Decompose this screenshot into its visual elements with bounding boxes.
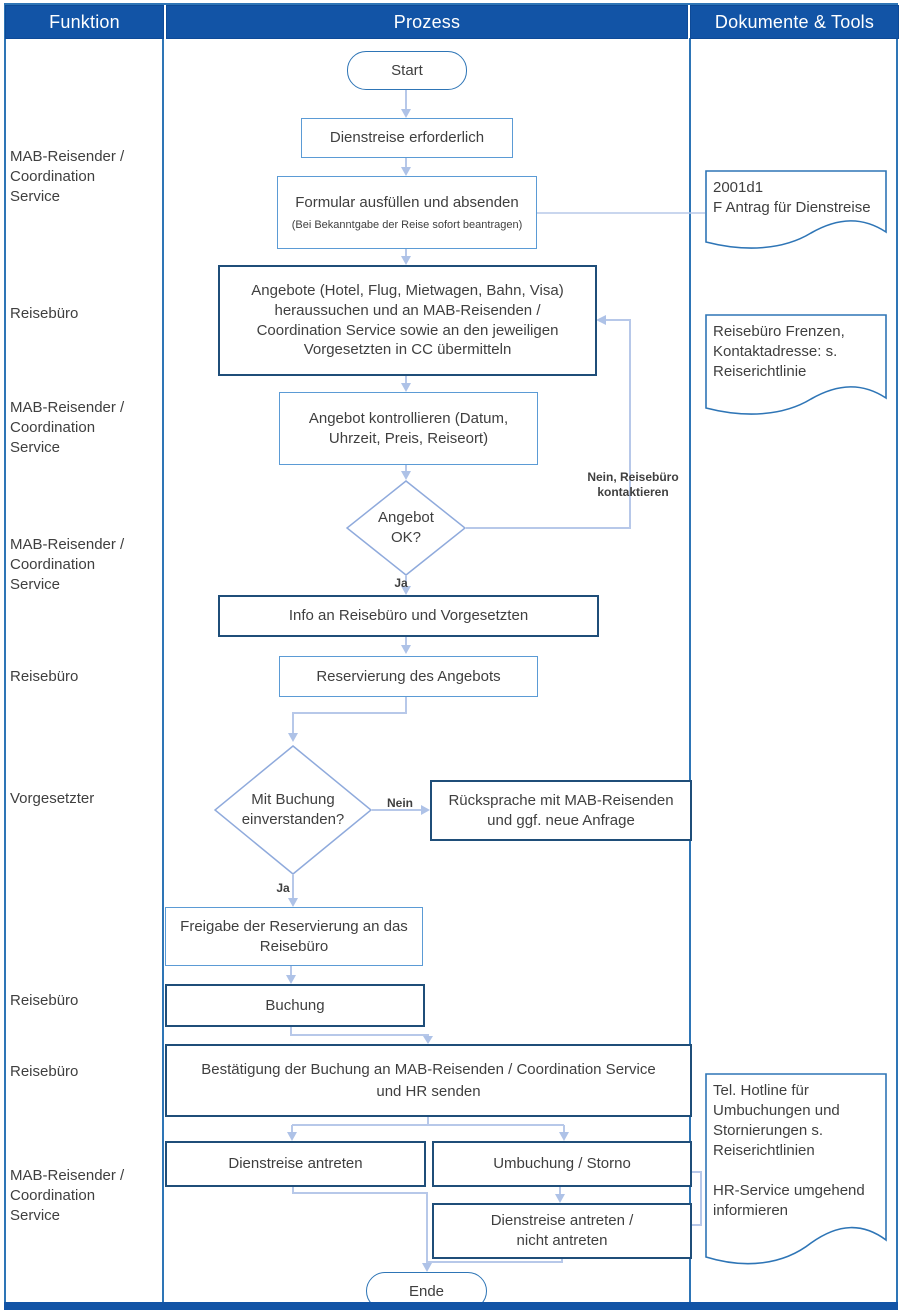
- step-label: Buchung: [265, 996, 325, 1014]
- connector-bestaetigung-split: [291, 1113, 565, 1132]
- document-text: Tel. Hotline für Umbuchungen und Stornie…: [713, 1082, 865, 1219]
- step-label: Reservierung des Angebots: [316, 667, 501, 685]
- step-info-reisebuero: Info an Reisebüro und Vorgesetzten: [218, 595, 599, 637]
- arrowhead: [288, 733, 298, 742]
- step-label: Angebot kontrollieren (Datum, Uhrzeit, P…: [308, 409, 509, 447]
- lane-label-2: Reisebüro: [10, 305, 79, 322]
- connector-nein-feedback-loop: [466, 319, 631, 529]
- arrowhead: [422, 1263, 432, 1272]
- label-ja-1: Ja: [394, 576, 408, 590]
- arrowhead: [401, 645, 411, 654]
- step-dienstreise-erforderlich: Dienstreise erforderlich: [301, 118, 513, 158]
- step-label: Dienstreise antreten / nicht antreten: [490, 1212, 634, 1249]
- lane-border-funktion-prozess: [162, 38, 164, 1304]
- arrowhead: [559, 1132, 569, 1141]
- document-shape: [705, 1073, 887, 1265]
- document-reisebuero-frenzen: Reisebüro Frenzen, Kontaktadresse: s. Re…: [705, 314, 888, 424]
- lane-label-7: Reisebüro: [10, 992, 79, 1009]
- document-text: 2001d1 F Antrag für Dienstreise: [713, 179, 871, 216]
- lane-border-prozess-dokumente: [689, 38, 691, 1304]
- connector-antreten-to-ende: [292, 1183, 428, 1263]
- decision-mit-buchung: Mit Buchung einverstanden?: [214, 745, 372, 875]
- lane-label-1: MAB-Reisender / Coordination Service: [10, 148, 125, 205]
- step-label: Rücksprache mit MAB-Reisenden und ggf. n…: [448, 791, 674, 829]
- arrowhead: [288, 898, 298, 907]
- step-label: Dienstreise erforderlich: [329, 129, 485, 147]
- step-label: Angebote (Hotel, Flug, Mietwagen, Bahn, …: [251, 281, 564, 359]
- ende-label: Ende: [408, 1282, 445, 1300]
- start-label: Start: [391, 62, 423, 79]
- document-hotline: Tel. Hotline für Umbuchungen und Stornie…: [705, 1073, 888, 1273]
- start-node: Start: [347, 51, 467, 90]
- label-nein-loop: Nein, Reisebüro kontaktieren: [587, 470, 679, 499]
- arrowhead: [287, 1132, 297, 1141]
- diamond-shape: [346, 480, 466, 576]
- step-angebot-kontrollieren: Angebot kontrollieren (Datum, Uhrzeit, P…: [279, 392, 538, 465]
- document-text: Reisebüro Frenzen, Kontaktadresse: s. Re…: [713, 323, 845, 380]
- step-formular: Formular ausfüllen und absenden (Bei Bek…: [277, 176, 537, 249]
- step-antreten-nicht-antreten: Dienstreise antreten / nicht antreten: [432, 1203, 692, 1259]
- step-bestaetigung: Bestätigung der Buchung an MAB-Reisenden…: [165, 1044, 692, 1117]
- step-label: Bestätigung der Buchung an MAB-Reisenden…: [201, 1060, 656, 1100]
- label-nein-2: Nein: [386, 796, 413, 810]
- step-reservierung: Reservierung des Angebots: [279, 656, 538, 697]
- decision-angebot-ok: Angebot OK?: [346, 480, 466, 576]
- header-funktion: Funktion: [5, 5, 164, 39]
- connector-buchung-to-bestaetigung: [290, 1023, 429, 1036]
- document-shape: [705, 170, 887, 249]
- document-shape: [705, 314, 887, 415]
- step-angebote: Angebote (Hotel, Flug, Mietwagen, Bahn, …: [218, 265, 597, 376]
- connector-reservierung-to-decision2: [292, 695, 407, 733]
- lane-label-5: Reisebüro: [10, 668, 79, 685]
- step-label: Freigabe der Reservierung an das Reisebü…: [180, 917, 408, 955]
- arrowhead: [401, 383, 411, 392]
- header-funktion-label: Funktion: [49, 11, 120, 32]
- step-note: (Bei Bekanntgabe der Reise sofort beantr…: [291, 218, 523, 231]
- arrowhead: [286, 975, 296, 984]
- arrowhead: [401, 471, 411, 480]
- arrowhead: [423, 1036, 433, 1044]
- decision-label: Angebot OK?: [378, 508, 434, 546]
- arrowhead: [401, 256, 411, 265]
- step-dienstreise-antreten: Dienstreise antreten: [165, 1141, 426, 1187]
- step-ruecksprache: Rücksprache mit MAB-Reisenden und ggf. n…: [430, 780, 692, 841]
- step-umbuchung-storno: Umbuchung / Storno: [432, 1141, 692, 1187]
- label-ja-2: Ja: [276, 881, 290, 895]
- step-label: Umbuchung / Storno: [493, 1155, 631, 1173]
- frame-right: [896, 3, 898, 1309]
- frame-top: [4, 3, 898, 5]
- decision-label: Mit Buchung einverstanden?: [241, 790, 345, 828]
- header-dokumente-tools: Dokumente & Tools: [690, 5, 899, 39]
- lane-label-9: MAB-Reisender / Coordination Service: [10, 1167, 125, 1224]
- lane-label-4: MAB-Reisender / Coordination Service: [10, 536, 125, 593]
- arrowhead: [555, 1194, 565, 1203]
- lane-label-6: Vorgesetzter: [10, 790, 95, 807]
- header-prozess: Prozess: [166, 5, 688, 39]
- arrowhead: [596, 315, 606, 325]
- step-buchung: Buchung: [165, 984, 425, 1027]
- step-label: Info an Reisebüro und Vorgesetzten: [288, 607, 529, 625]
- diamond-shape: [214, 745, 372, 875]
- bottom-bar: [4, 1302, 898, 1310]
- connector-umbuchung-bracket: [688, 1171, 702, 1226]
- header-prozess-label: Prozess: [393, 11, 461, 32]
- arrowhead: [401, 167, 411, 176]
- arrowhead: [401, 109, 411, 118]
- frame-left: [4, 3, 6, 1309]
- document-antrag-dienstreise: 2001d1 F Antrag für Dienstreise: [705, 170, 888, 256]
- arrowhead: [401, 586, 411, 595]
- header-dokumente-label: Dokumente & Tools: [714, 11, 875, 32]
- step-label: Dienstreise antreten: [228, 1155, 363, 1173]
- step-label: Formular ausfüllen und absenden: [295, 193, 519, 211]
- step-freigabe: Freigabe der Reservierung an das Reisebü…: [165, 907, 423, 966]
- lane-label-3: MAB-Reisender / Coordination Service: [10, 399, 125, 456]
- arrowhead: [421, 805, 430, 815]
- lane-label-8: Reisebüro: [10, 1063, 79, 1080]
